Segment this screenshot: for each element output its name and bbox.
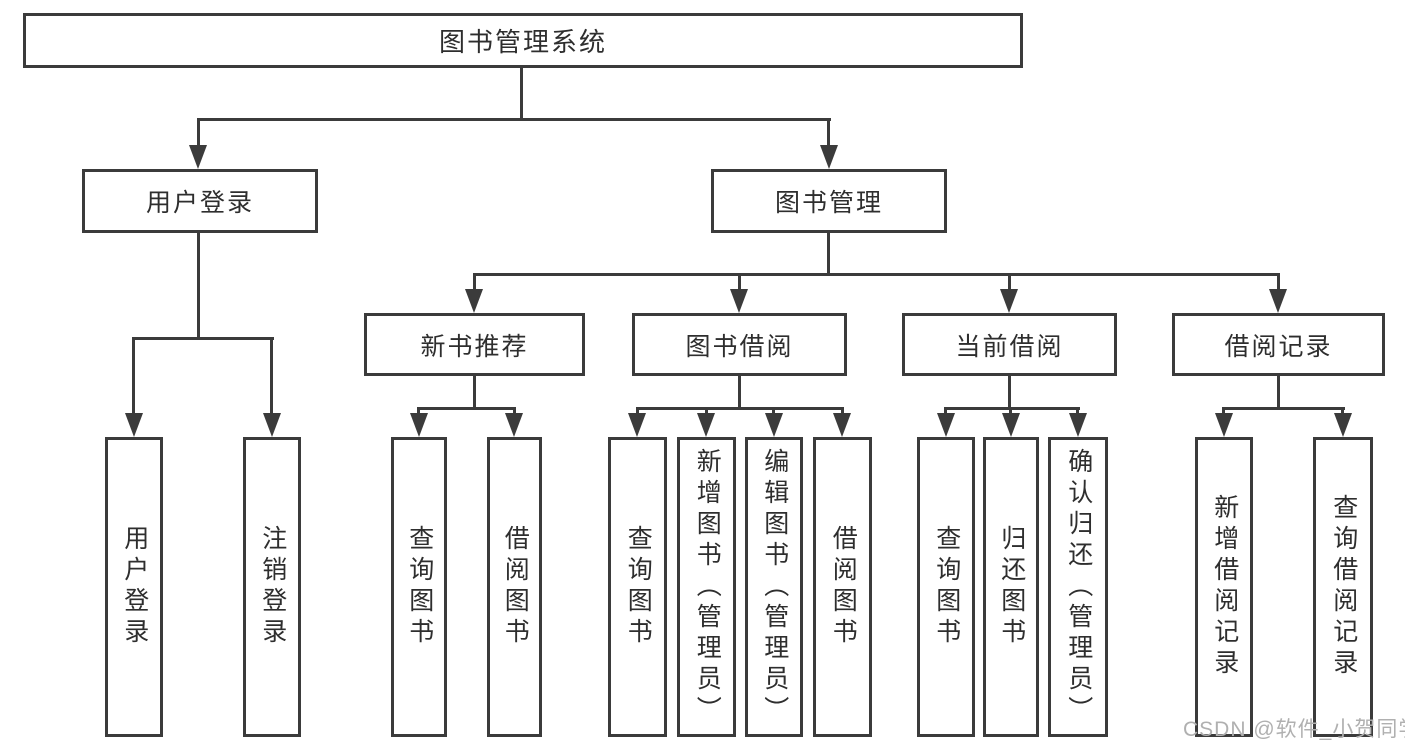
node-root-label: 图书管理系统 [438, 27, 607, 57]
node-book-management-label: 图书管理 [774, 189, 883, 217]
node-new-book-recommend-label: 新书推荐 [420, 332, 529, 361]
node-current-borrow-label: 当前借阅 [955, 332, 1064, 361]
connector-arrow-g1-query-shaft [417, 407, 420, 415]
leaf-cb-query-book: 查询图书 [917, 437, 975, 737]
connector-arrow-g1-borrow-shaft [513, 407, 516, 415]
arrow-down-icon [1215, 413, 1233, 437]
arrow-down-icon [189, 145, 207, 169]
leaf-bb-edit-book-admin-label: 编辑图书（管理员） [760, 447, 789, 727]
arrow-down-icon [263, 413, 281, 437]
connector-arrow-g2-edit-shaft [772, 407, 775, 415]
connector-group2-bus [636, 407, 844, 410]
connector-arrow-g2-borrow-shaft [841, 407, 844, 415]
connector-arrow-g2-add-shaft [705, 407, 708, 415]
connector-arrow-book-borrow-shaft [738, 273, 741, 293]
leaf-user-login-label: 用户登录 [120, 525, 149, 649]
connector-group1-stem [473, 376, 476, 407]
leaf-cb-return-book: 归还图书 [983, 437, 1039, 737]
leaf-cb-query-book-label: 查询图书 [932, 525, 961, 649]
leaf-bb-borrow-book-label: 借阅图书 [829, 525, 858, 649]
connector-book-management-stem [827, 233, 830, 273]
connector-user-login-stem [197, 233, 200, 337]
arrow-down-icon [410, 413, 428, 437]
arrow-down-icon [765, 413, 783, 437]
arrow-down-icon [697, 413, 715, 437]
connector-arrow-g3-query-shaft [944, 407, 947, 415]
leaf-cb-confirm-return-admin: 确认归还（管理员） [1048, 437, 1108, 737]
arrow-down-icon [937, 413, 955, 437]
connector-group1-bus [417, 407, 516, 410]
csdn-watermark: CSDN @软件_小贺同学 [1183, 718, 1405, 741]
connector-root-stem [520, 68, 523, 118]
leaf-bb-add-book-admin-label: 新增图书（管理员） [693, 447, 722, 727]
node-book-borrow-label: 图书借阅 [685, 332, 794, 361]
connector-arrow-new-book-shaft [473, 273, 476, 293]
arrow-down-icon [1269, 289, 1287, 313]
connector-level3-bus [473, 273, 1280, 276]
connector-arrow-borrow-record-shaft [1277, 273, 1280, 293]
node-root: 图书管理系统 [23, 13, 1023, 68]
node-borrow-record: 借阅记录 [1172, 313, 1385, 376]
connector-arrow-g2-query-shaft [636, 407, 639, 415]
leaf-cb-return-book-label: 归还图书 [997, 525, 1026, 649]
leaf-bb-edit-book-admin: 编辑图书（管理员） [745, 437, 803, 737]
connector-group3-bus [944, 407, 1080, 410]
connector-arrow-g3-confirm-shaft [1076, 407, 1079, 415]
connector-group4-stem [1277, 376, 1280, 407]
node-user-login-label: 用户登录 [145, 189, 254, 217]
arrow-down-icon [505, 413, 523, 437]
node-new-book-recommend: 新书推荐 [364, 313, 585, 376]
connector-level1-bus [197, 118, 831, 121]
node-book-management: 图书管理 [711, 169, 947, 233]
node-user-login: 用户登录 [82, 169, 318, 233]
leaf-nbr-borrow-book-label: 借阅图书 [501, 525, 530, 649]
node-current-borrow: 当前借阅 [902, 313, 1117, 376]
connector-arrow-g3-return-shaft [1009, 407, 1012, 415]
connector-group4-bus [1222, 407, 1345, 410]
leaf-br-query-record-label: 查询借阅记录 [1329, 494, 1358, 680]
leaf-bb-borrow-book: 借阅图书 [813, 437, 872, 737]
arrow-down-icon [1002, 413, 1020, 437]
arrow-down-icon [465, 289, 483, 313]
leaf-br-query-record: 查询借阅记录 [1313, 437, 1373, 737]
arrow-down-icon [1334, 413, 1352, 437]
connector-arrow-book-management-shaft [827, 118, 830, 146]
leaf-br-add-record-label: 新增借阅记录 [1210, 494, 1239, 680]
node-borrow-record-label: 借阅记录 [1224, 332, 1333, 361]
connector-arrow-leaf-user-login-shaft [132, 337, 135, 415]
node-book-borrow: 图书借阅 [632, 313, 847, 376]
leaf-user-login: 用户登录 [105, 437, 163, 737]
arrow-down-icon [1069, 413, 1087, 437]
connector-arrow-g4-add-shaft [1222, 407, 1225, 415]
connector-arrow-leaf-logout-shaft [270, 337, 273, 415]
leaf-nbr-query-book-label: 查询图书 [405, 525, 434, 649]
leaf-bb-query-book: 查询图书 [608, 437, 667, 737]
arrow-down-icon [820, 145, 838, 169]
arrow-down-icon [833, 413, 851, 437]
arrow-down-icon [730, 289, 748, 313]
connector-user-login-bus [132, 337, 274, 340]
arrow-down-icon [125, 413, 143, 437]
leaf-logout-label: 注销登录 [258, 525, 287, 649]
leaf-cb-confirm-return-admin-label: 确认归还（管理员） [1064, 447, 1093, 727]
arrow-down-icon [1000, 289, 1018, 313]
arrow-down-icon [628, 413, 646, 437]
leaf-br-add-record: 新增借阅记录 [1195, 437, 1253, 737]
leaf-nbr-borrow-book: 借阅图书 [487, 437, 542, 737]
connector-arrow-user-login-shaft [197, 118, 200, 146]
connector-arrow-current-borrow-shaft [1008, 273, 1011, 293]
leaf-nbr-query-book: 查询图书 [391, 437, 447, 737]
leaf-logout: 注销登录 [243, 437, 301, 737]
leaf-bb-add-book-admin: 新增图书（管理员） [677, 437, 736, 737]
leaf-bb-query-book-label: 查询图书 [624, 525, 653, 649]
connector-group3-stem [1008, 376, 1011, 407]
connector-arrow-g4-query-shaft [1341, 407, 1344, 415]
connector-group2-stem [738, 376, 741, 407]
